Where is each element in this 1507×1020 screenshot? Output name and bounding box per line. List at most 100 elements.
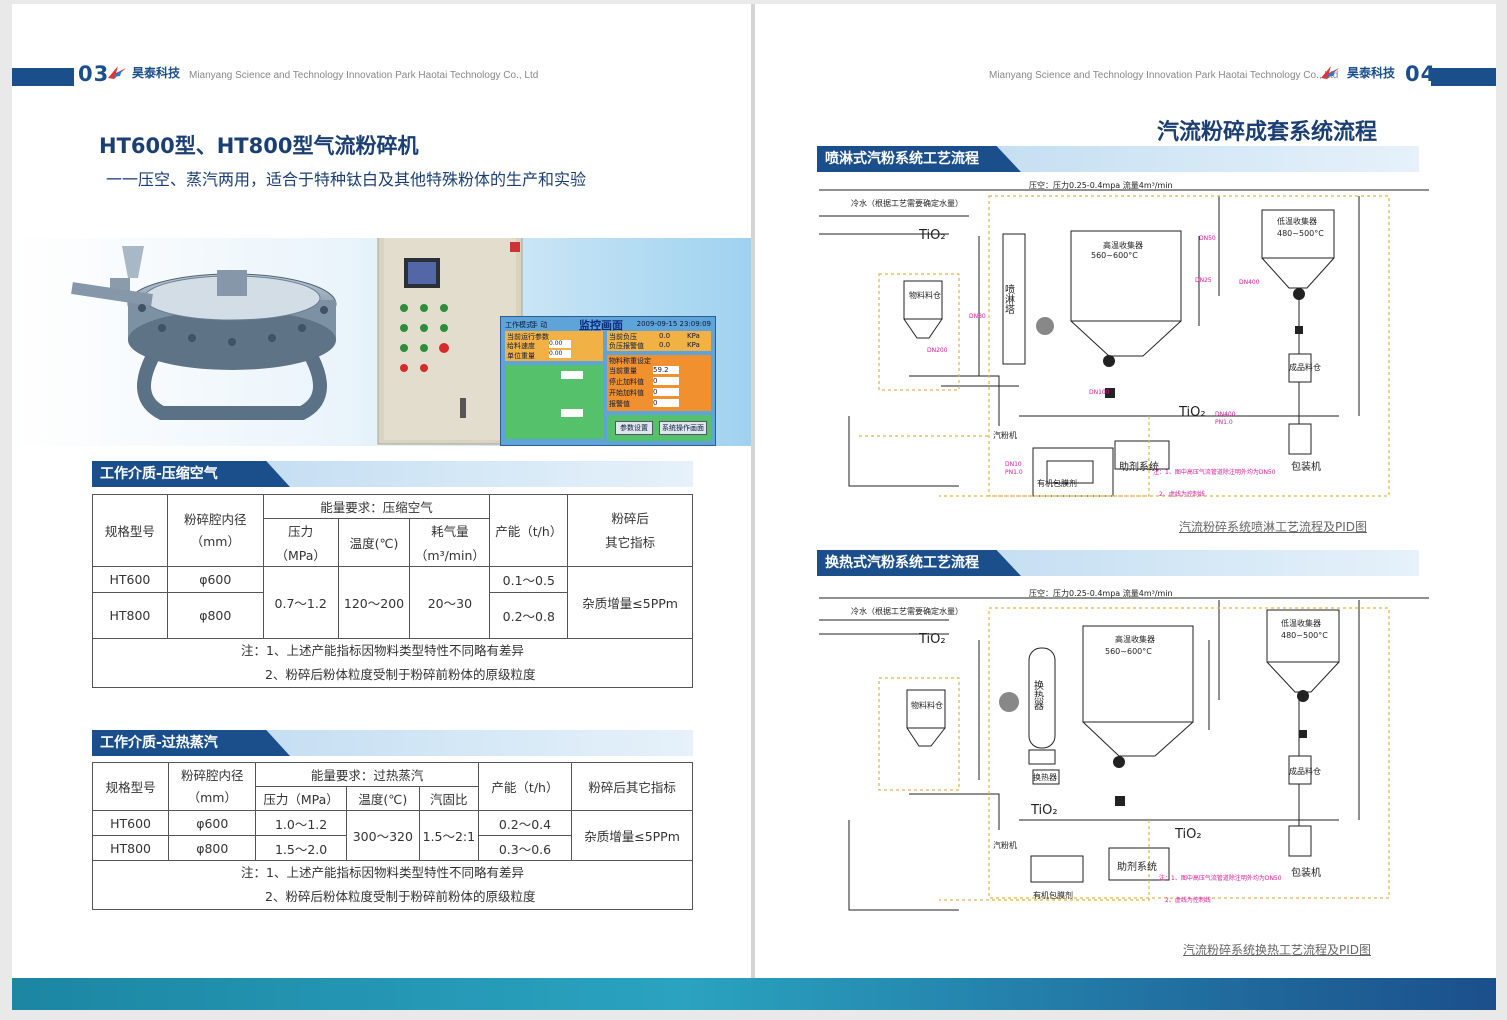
spray-pack-label: 包装机 [1291,460,1321,473]
exchange-collector-temp: 560~600°C [1105,647,1152,656]
exchange-collector-label: 高温收集器 [1115,634,1155,644]
spec-table-air: 规格型号 粉碎腔内径（mm） 能量要求：压缩空气 产能（t/h） 粉碎后其它指标… [92,494,693,688]
screen-button-panel: 参数设置 系统操作画面 [607,415,711,441]
svg-text:DN400: DN400 [1215,411,1236,418]
cell-temp: 120～200 [337,566,411,639]
exchange-cold-temp: 480~500°C [1281,631,1328,640]
svg-text:DN50: DN50 [1199,235,1216,242]
table-row: HT600 φ600 1.0～1.2 300～320 1.5～2:1 0.2～0… [91,810,693,861]
exchange-top-text: 压空：压力0.25-0.4mpa 流量4m³/min [1029,588,1173,598]
exchange-jet-label: 汽粉机 [993,840,1017,850]
cell-other: 杂质增量≤5PPm [571,810,693,861]
logo-icon [108,66,126,79]
exchange-tio2-label-3: TiO₂ [1174,827,1202,842]
screen-left-panel: 当前运行参数 给料速度 单位重量 0.00 0.00 [505,331,603,361]
brand-name: 昊泰科技 [132,66,181,80]
page-number: 03 [78,62,110,86]
screen-pressure-panel: 当前负压 负压报警值 0.0 0.0 KPa KPa [607,331,711,351]
param-settings-button[interactable]: 参数设置 [615,421,653,435]
header-pressure-unit: （MPa） [262,542,339,567]
header-bar-right [1431,68,1496,86]
screen-mode: 工作模式： [505,321,540,329]
header-diameter: 粉碎腔内径（mm） [166,494,264,567]
header-diameter: 粉碎腔内径（mm） [168,762,257,811]
header-pressure: 压力 [262,518,339,543]
feed-speed-value: 0.00 [549,340,571,348]
spray-aid-label: 助剂系统 [1119,460,1159,473]
svg-text:DN400: DN400 [1239,279,1260,286]
brand-name: 昊泰科技 [1347,66,1396,80]
section-label-spray: 喷淋式汽粉系统工艺流程 [817,146,1021,172]
spray-cold-temp: 480~500°C [1277,229,1324,238]
jet-mill-machine [71,246,337,420]
section-header-steam: 工作介质-过热蒸汽 [92,730,693,756]
spray-tio2-label: TiO₂ [918,228,946,243]
product-photo: 工作模式： 手 动 监控画面 2009-09-15 23:09:09 当前运行参… [12,207,751,446]
tagline: Mianyang Science and Technology Innovati… [989,70,1339,81]
section-label-steam: 工作介质-过热蒸汽 [92,730,290,756]
spray-jet-label: 汽粉机 [993,430,1017,440]
screen-weight-panel: 物料称重设定 当前重量 停止加料值 开始加料值 报警值 59.2 0 0 0 [607,355,711,411]
spray-product-label: 成品料仓 [1289,362,1321,372]
bottom-band [12,978,1496,1010]
spray-agent-label: 有机包膜剂 [1037,478,1077,488]
header-energy: 能量要求：过热蒸汽 [255,762,479,787]
left-page: 03 昊泰科技 Mianyang Science and Technology … [12,4,751,1010]
header-capacity: 产能（t/h） [477,762,573,811]
exchange-caption: 汽流粉碎系统换热工艺流程及PID图 [1183,943,1372,957]
header-model: 规格型号 [91,762,170,811]
exchange-water-label: 冷水（根据工艺需要确定水量） [851,606,963,616]
header-other: 粉碎后其它指标 [571,762,693,811]
svg-text:DN100: DN100 [1089,389,1110,396]
spray-caption: 汽流粉碎系统喷淋工艺流程及PID图 [1179,520,1368,534]
section-header-exchange: 换热式汽粉系统工艺流程 [817,550,1419,576]
spray-process-diagram: 冷水（根据工艺需要确定水量） 压空：压力0.25-0.4mpa 流量4m³/mi… [819,180,1429,498]
svg-text:DN80: DN80 [969,313,986,320]
unit-weight-value: 0.00 [549,350,571,358]
header-bar-left [12,68,74,86]
spray-hopper-label: 物料料仓 [909,290,941,300]
system-operation-button[interactable]: 系统操作画面 [659,421,707,435]
table-row: HT600 φ600 0.7～1.2 120～200 20～30 0.1～0.5… [92,566,693,639]
cell-consumption: 20～30 [409,566,491,639]
screen-mode-value: 手 动 [531,321,548,329]
spray-cold-collector-label: 低温收集器 [1277,216,1317,226]
header-capacity: 产能（t/h） [489,494,569,567]
cell-pressure: 0.7～1.2 [262,566,339,639]
svg-text:DN200: DN200 [927,347,948,354]
table-notes: 注：1、上述产能指标因物料类型特性不同略有差异 2、粉碎后粉体粒度受制于粉碎前粉… [92,860,693,910]
table-notes: 注：1、上述产能指标因物料类型特性不同略有差异 2、粉碎后粉体粒度受制于粉碎前粉… [92,638,693,688]
svg-text:PN1.0: PN1.0 [1215,419,1233,426]
table-row: HT800 φ800 1.5～2.0 0.3～0.6 [91,835,693,861]
exchange-tio2-label-2: TiO₂ [1030,803,1058,818]
header-consumption-unit: （m³/min） [409,542,491,567]
svg-text:PN1.0: PN1.0 [1005,469,1023,476]
exchange-tio2-label: TiO₂ [918,632,946,647]
spray-dn-labels: DN80 DN50 DN25 DN400 DN200 DN100 DN400 P… [927,235,1260,476]
svg-text:DN25: DN25 [1195,277,1212,284]
page-subtitle: 一一压空、蒸汽两用，适合于特种钛白及其他特殊粉体的生产和实验 [106,170,587,189]
header-temp: 温度(℃) [345,786,420,811]
monitor-screen: 工作模式： 手 动 监控画面 2009-09-15 23:09:09 当前运行参… [500,316,716,446]
right-page: Mianyang Science and Technology Innovati… [755,4,1496,1010]
exchange-hopper-label: 物料料仓 [911,700,943,710]
screen-green-panel [505,365,603,439]
exchange-cold-collector-label: 低温收集器 [1281,618,1321,628]
section-label-exchange: 换热式汽粉系统工艺流程 [817,550,1021,576]
section-header-spray: 喷淋式汽粉系统工艺流程 [817,146,1419,172]
exchange-process-diagram: 冷水（根据工艺需要确定水量） 压空：压力0.25-0.4mpa 流量4m³/mi… [819,588,1429,911]
spray-tower-label: 喷淋塔 [1003,284,1015,315]
exchange-aid-label: 助剂系统 [1117,860,1157,873]
spray-water-label: 冷水（根据工艺需要确定水量） [851,198,963,208]
table-row: HT800 φ800 0.2～0.8 [92,592,693,639]
tagline: Mianyang Science and Technology Innovati… [189,70,539,81]
spray-top-text: 压空：压力0.25-0.4mpa 流量4m³/min [1029,180,1173,190]
exchange-note-1: 注：1、图中高压气流管道除注明外均为DN50 [1159,874,1282,882]
spray-tio2-label-2: TiO₂ [1178,405,1206,420]
screen-title: 监控画面 [579,319,623,332]
cell-temp: 300～320 [345,810,420,861]
logo-icon [1321,66,1339,79]
exchange-pack-label: 包装机 [1291,866,1321,879]
spec-table-steam: 规格型号 粉碎腔内径（mm） 能量要求：过热蒸汽 产能（t/h） 粉碎后其它指标… [91,762,693,910]
spray-collector-label: 高温收集器 [1103,240,1143,250]
